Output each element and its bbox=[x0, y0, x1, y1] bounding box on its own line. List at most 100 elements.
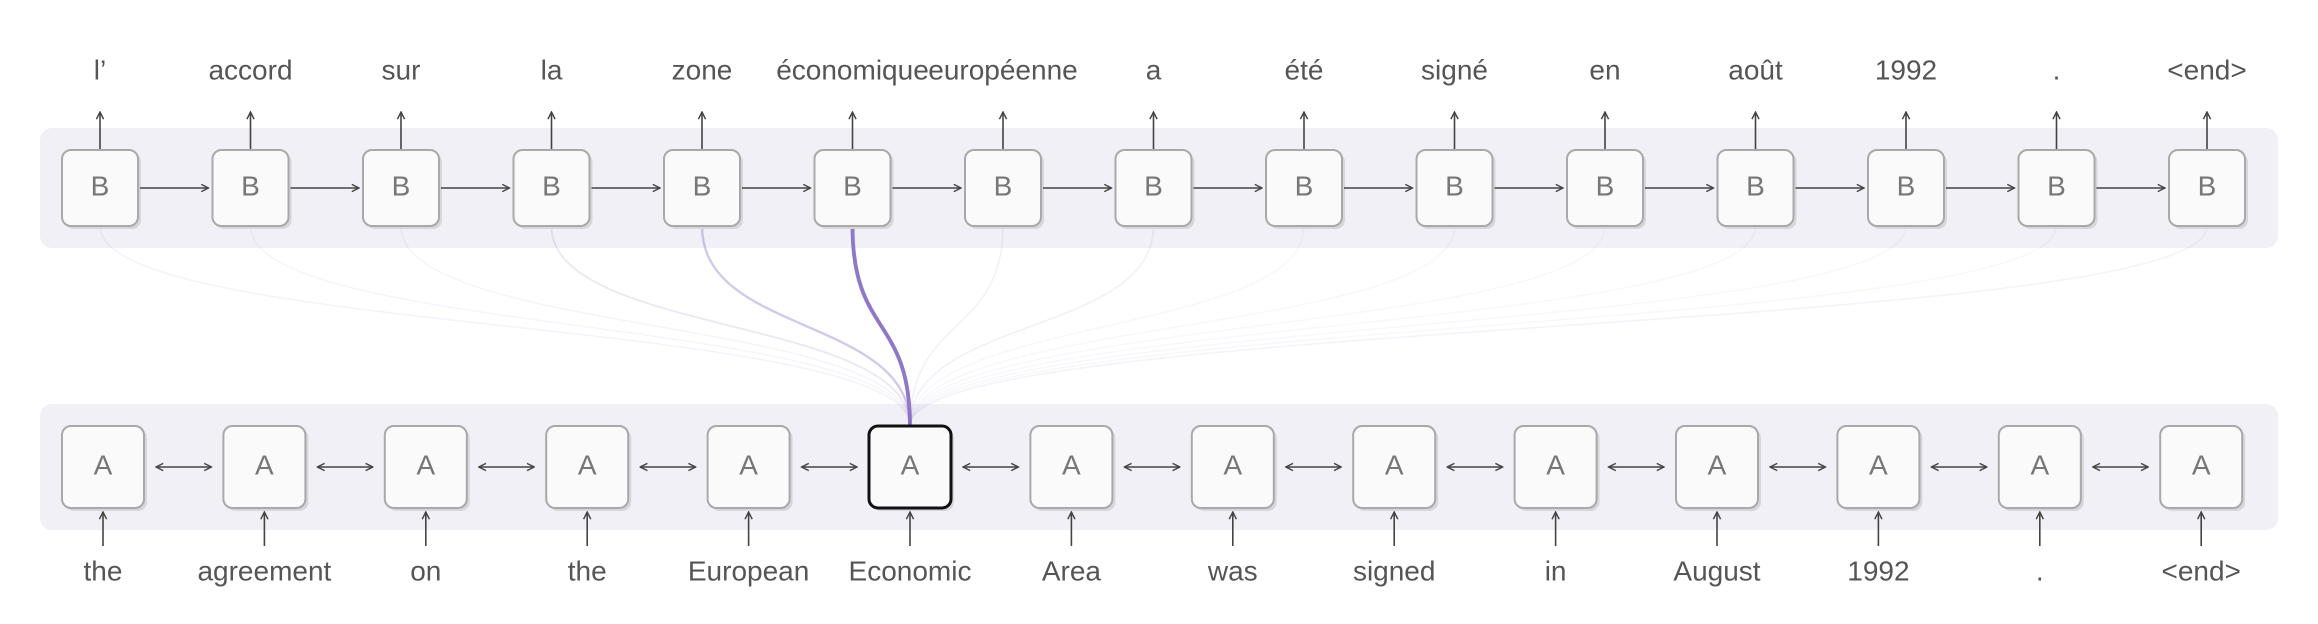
decoder-word-conomique-5: économique bbox=[776, 54, 929, 85]
encoder-cell-label: A bbox=[2192, 449, 2211, 480]
decoder-cell-label: B bbox=[1897, 170, 1916, 201]
decoder-word-1992-12: 1992 bbox=[1875, 54, 1937, 85]
attention-line-l-0 bbox=[99, 225, 911, 427]
decoder-cell bbox=[1415, 149, 1494, 227]
encoder-cell bbox=[383, 425, 468, 509]
decoder-cell bbox=[211, 149, 290, 227]
decoder-cell-label: B bbox=[542, 170, 561, 201]
attention-line-accord-1 bbox=[249, 225, 911, 427]
decoder-word-t-8: été bbox=[1285, 54, 1324, 85]
encoder-cell-highlighted bbox=[867, 424, 953, 510]
decoder-cell-label: B bbox=[241, 170, 260, 201]
encoder-cell-label: A bbox=[1546, 449, 1565, 480]
decoder-cell bbox=[1114, 149, 1193, 227]
encoder-cell-label: A bbox=[1385, 449, 1404, 480]
decoder-word-accord-1: accord bbox=[208, 54, 292, 85]
encoder-cell-label: A bbox=[1062, 449, 1081, 480]
attention-line-la-3 bbox=[550, 225, 911, 427]
decoder-cell bbox=[813, 149, 892, 227]
attention-line-europ-enne-6 bbox=[909, 225, 1004, 427]
decoder-cell-label: B bbox=[2198, 170, 2217, 201]
decoder-word-en-10: en bbox=[1589, 54, 1620, 85]
encoder-cell bbox=[61, 425, 145, 509]
decoder-cell bbox=[1265, 149, 1343, 227]
decoder-cell-label: B bbox=[2047, 170, 2066, 201]
decoder-word-la-3: la bbox=[541, 54, 563, 85]
encoder-cell bbox=[1352, 425, 1437, 509]
encoder-cell-label: A bbox=[901, 449, 920, 480]
encoder-word-signed-8: signed bbox=[1353, 555, 1436, 586]
decoder-word-ao-t-11: août bbox=[1728, 54, 1783, 85]
encoder-cell-label: A bbox=[94, 449, 113, 480]
decoder-word-l-0: l’ bbox=[94, 54, 106, 85]
decoder-cell-label: B bbox=[392, 170, 411, 201]
encoder-cell bbox=[1513, 425, 1598, 509]
decoder-row: l’ BaccordBsurBlaBzoneBéconomiqueBeuropée… bbox=[61, 54, 2248, 229]
decoder-cell-label: B bbox=[843, 170, 862, 201]
attention-line-zone-4 bbox=[700, 225, 912, 427]
attention-line-t-8 bbox=[909, 225, 1305, 427]
encoder-word-august-10: August bbox=[1673, 555, 1760, 586]
encoder-row: AtheAagreementAonAtheAEuropeanAEconomicA… bbox=[61, 424, 2246, 586]
decoder-cell bbox=[512, 149, 591, 227]
attention-line-ao-t-11 bbox=[909, 225, 1757, 427]
decoder-cell bbox=[663, 149, 741, 227]
decoder-cell-label: B bbox=[1445, 170, 1464, 201]
encoder-word-the-3: the bbox=[568, 555, 607, 586]
encoder-cell bbox=[1190, 425, 1275, 509]
encoder-cell-label: A bbox=[1223, 449, 1242, 480]
attention-line-token-13 bbox=[909, 225, 2058, 427]
encoder-word-agreement-1: agreement bbox=[197, 555, 331, 586]
attention-line-conomique-5 bbox=[850, 225, 912, 427]
attention-lines bbox=[99, 225, 2208, 427]
attention-line-1992-12 bbox=[909, 225, 1907, 427]
attention-line-en-10 bbox=[909, 225, 1606, 427]
decoder-cell bbox=[61, 149, 139, 227]
decoder-cell-label: B bbox=[1746, 170, 1765, 201]
encoder-cell bbox=[1029, 425, 1114, 509]
encoder-cell bbox=[706, 425, 791, 509]
encoder-cell bbox=[1675, 425, 1759, 509]
decoder-word-a-7: a bbox=[1146, 54, 1162, 85]
decoder-cell-label: B bbox=[91, 170, 110, 201]
decoder-word-europ-enne-6: européenne bbox=[928, 54, 1077, 85]
encoder-word-economic-5: Economic bbox=[849, 555, 972, 586]
attention-line-sur-2 bbox=[400, 225, 911, 427]
encoder-cell bbox=[545, 425, 630, 509]
encoder-cell bbox=[222, 425, 307, 509]
decoder-cell-label: B bbox=[994, 170, 1013, 201]
decoder-cell-label: B bbox=[693, 170, 712, 201]
attention-line-a-7 bbox=[909, 225, 1155, 427]
encoder-cell-label: A bbox=[578, 449, 597, 480]
encoder-word-european-4: European bbox=[688, 555, 809, 586]
encoder-word-the-0: the bbox=[84, 555, 123, 586]
decoder-cell bbox=[1566, 149, 1644, 227]
decoder-word-end-14: <end> bbox=[2167, 54, 2246, 85]
decoder-cell bbox=[1716, 149, 1795, 227]
encoder-word-1992-11: 1992 bbox=[1847, 555, 1909, 586]
decoder-cell-label: B bbox=[1295, 170, 1314, 201]
decoder-cell bbox=[2017, 149, 2096, 227]
encoder-cell-label: A bbox=[1708, 449, 1727, 480]
encoder-word-token-12: . bbox=[2036, 555, 2044, 586]
encoder-cell-label: A bbox=[255, 449, 274, 480]
decoder-word-token-13: . bbox=[2053, 54, 2061, 85]
decoder-cell-label: B bbox=[1144, 170, 1163, 201]
encoder-word-area-6: Area bbox=[1042, 555, 1102, 586]
encoder-word-was-7: was bbox=[1207, 555, 1258, 586]
attention-line-sign-9 bbox=[909, 225, 1456, 427]
decoder-cell bbox=[964, 149, 1042, 227]
encoder-cell-label: A bbox=[416, 449, 435, 480]
decoder-word-sign-9: signé bbox=[1421, 54, 1488, 85]
decoder-word-sur-2: sur bbox=[382, 54, 421, 85]
decoder-word-zone-4: zone bbox=[672, 54, 733, 85]
decoder-cell bbox=[362, 149, 440, 227]
encoder-cell-label: A bbox=[2030, 449, 2049, 480]
encoder-word-in-9: in bbox=[1545, 555, 1567, 586]
decoder-cell bbox=[1867, 149, 1945, 227]
encoder-cell-label: A bbox=[1869, 449, 1888, 480]
encoder-cell bbox=[2159, 425, 2244, 509]
attention-line-end-14 bbox=[909, 225, 2208, 427]
decoder-cell bbox=[2168, 149, 2246, 227]
